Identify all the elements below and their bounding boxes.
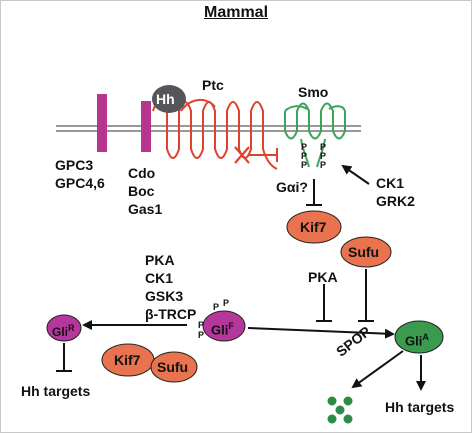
label-gli-repressor: GliR bbox=[52, 323, 75, 339]
label-hh-targets-left: Hh targets bbox=[21, 383, 91, 399]
sufu-inhibition bbox=[358, 269, 374, 322]
gli-activator-oval bbox=[394, 320, 444, 354]
label-gpc4-6: GPC4,6 bbox=[55, 175, 105, 191]
ptc-inhibits-smo bbox=[249, 148, 278, 162]
kinase-to-smo-arrow bbox=[341, 164, 370, 185]
label-grk2: GRK2 bbox=[376, 193, 415, 209]
label-ptc: Ptc bbox=[202, 77, 224, 93]
sufu-oval bbox=[340, 236, 392, 268]
phospho-mark: P bbox=[223, 298, 230, 308]
glypican-bar bbox=[97, 94, 107, 152]
label-smo: Smo bbox=[298, 84, 329, 100]
label-beta-trcp: β-TRCP bbox=[145, 306, 197, 322]
label-kif7: Kif7 bbox=[300, 219, 327, 235]
smo-receptor bbox=[284, 102, 346, 168]
phospho-mark: P bbox=[320, 160, 327, 170]
hh-ligand-shape bbox=[152, 85, 186, 113]
sufu-oval-bound bbox=[150, 351, 198, 383]
kif7-oval bbox=[286, 210, 342, 244]
degradation-dots bbox=[327, 396, 353, 424]
label-gsk3: GSK3 bbox=[145, 288, 184, 304]
label-gas1: Gas1 bbox=[128, 201, 163, 217]
phospho-mark: P bbox=[320, 142, 327, 152]
label-boc: Boc bbox=[128, 183, 155, 199]
label-kif7-bound: Kif7 bbox=[114, 352, 141, 368]
label-pka-processing: PKA bbox=[145, 252, 175, 268]
label-sufu: Sufu bbox=[348, 244, 380, 260]
coreceptor-bar bbox=[141, 101, 151, 152]
phospho-mark: P bbox=[301, 160, 308, 170]
pka-inhibition bbox=[316, 284, 332, 322]
label-gpc3: GPC3 bbox=[55, 157, 94, 173]
label-hh: Hh bbox=[156, 91, 175, 107]
phospho-mark: P bbox=[301, 142, 308, 152]
phospho-mark: P bbox=[213, 302, 220, 312]
gli-full-oval bbox=[202, 310, 246, 342]
label-hh-targets-right: Hh targets bbox=[385, 399, 455, 415]
label-pka: PKA bbox=[308, 269, 338, 285]
phospho-mark: P bbox=[198, 330, 205, 340]
phospho-mark: P bbox=[301, 151, 308, 161]
smo-inhibits-kif7 bbox=[306, 179, 322, 206]
label-ck1-smo: CK1 bbox=[376, 175, 405, 191]
label-ck1-processing: CK1 bbox=[145, 270, 174, 286]
diagram-title: Mammal bbox=[203, 4, 269, 21]
spop-degradation-arrow bbox=[351, 350, 404, 389]
label-sufu-bound: Sufu bbox=[157, 359, 189, 375]
phospho-mark: P bbox=[198, 320, 205, 330]
gli-repressor-oval bbox=[46, 314, 82, 342]
label-cdo: Cdo bbox=[128, 165, 156, 181]
label-gli-full: GliF bbox=[211, 321, 234, 338]
label-g-alpha-i: Gαi? bbox=[276, 179, 308, 195]
glif-to-glia-arrow bbox=[247, 327, 395, 339]
inhibition-blocked-mark bbox=[234, 146, 250, 164]
phospho-mark: P bbox=[320, 151, 327, 161]
label-gli-activator: GliA bbox=[405, 332, 429, 349]
glir-inhibits-targets bbox=[56, 343, 72, 372]
